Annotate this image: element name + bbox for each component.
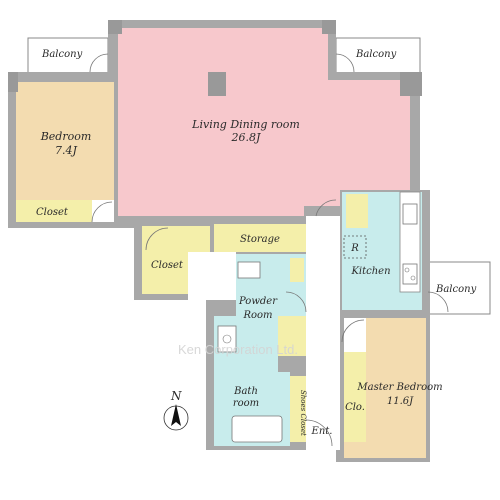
bathtub-icon <box>231 415 283 443</box>
bedroom-name: Bedroom <box>40 130 92 143</box>
master-bedroom-size: 11.6J <box>387 396 414 407</box>
living-room-name: Living Dining room <box>191 118 300 131</box>
balcony-top-right-area <box>335 37 421 75</box>
balcony-right-label: Balcony <box>435 284 477 295</box>
watermark-text: Ken Corporation Ltd. <box>178 342 298 357</box>
master-bedroom-name: Master Bedroom <box>356 382 442 393</box>
entrance-label: Ent. <box>311 426 333 437</box>
toilet-icon <box>237 261 261 279</box>
shoes-closet-label: Shoes Closet <box>299 390 307 436</box>
pillar <box>108 20 122 34</box>
pillar <box>400 72 422 96</box>
storage-area <box>214 224 306 252</box>
fridge-label: R <box>350 243 359 254</box>
stove-icon <box>402 263 418 285</box>
pillar <box>8 72 18 92</box>
bathroom-label-2: room <box>233 398 259 409</box>
bedroom-closet-label: Closet <box>36 207 69 218</box>
bedroom-hall-area <box>92 200 114 222</box>
master-closet-label: Clo. <box>345 402 365 413</box>
door-swing <box>427 291 449 313</box>
hallway-area <box>306 216 340 450</box>
kitchen-label: Kitchen <box>350 266 390 277</box>
north-arrow-icon: N <box>163 389 189 431</box>
living-dining-area <box>118 28 410 216</box>
storage-label: Storage <box>240 234 280 245</box>
powder-cabinet <box>290 258 304 282</box>
compass-label: N <box>170 389 182 403</box>
living-room-size: 26.8J <box>231 131 261 144</box>
door-swing <box>285 291 307 313</box>
powder-room-label-1: Powder <box>238 296 278 307</box>
powder-cabinet-2 <box>278 316 306 356</box>
master-entry-area <box>344 318 366 352</box>
master-closet-area <box>344 352 366 442</box>
closet-label: Closet <box>151 260 184 271</box>
bedroom-size: 7.4J <box>55 144 77 157</box>
door-swing <box>335 53 355 73</box>
balcony-right-area <box>427 261 491 315</box>
bedroom-area <box>16 82 114 200</box>
door-swing <box>89 53 109 73</box>
door-swing <box>145 227 169 251</box>
washbasin-icon <box>217 325 237 353</box>
hall-lower-area <box>188 252 236 300</box>
balcony-top-left-area <box>27 37 109 75</box>
door-swing <box>305 419 333 447</box>
door-swing <box>341 319 365 343</box>
bedroom-closet-area <box>16 200 92 222</box>
kitchen-cabinet <box>346 194 368 228</box>
balcony-top-left-label: Balcony <box>41 49 83 60</box>
pillar <box>322 20 336 34</box>
balcony-top-right-label: Balcony <box>355 49 397 60</box>
powder-room-label-2: Room <box>242 310 272 321</box>
fridge-icon <box>343 235 367 259</box>
pillar <box>208 72 226 96</box>
bathroom-label-1: Bath <box>233 386 258 397</box>
sink-icon <box>402 203 418 225</box>
shoes-closet-area <box>290 376 306 442</box>
door-swing <box>91 201 113 223</box>
closet-shelf-area <box>188 226 210 252</box>
door-swing <box>315 199 337 217</box>
